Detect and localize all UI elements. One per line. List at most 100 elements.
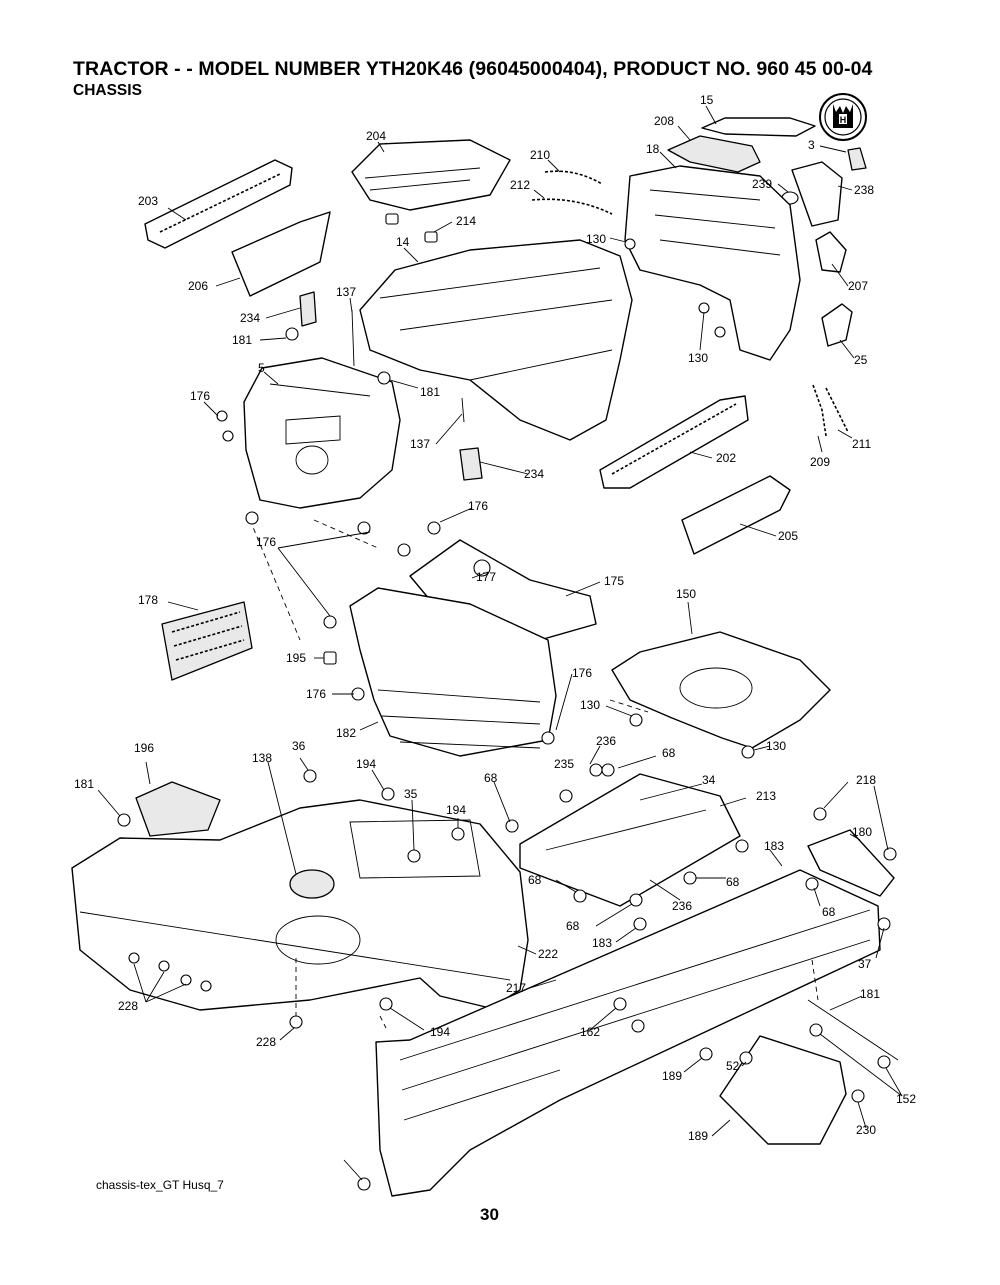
part-212-grille xyxy=(531,198,613,215)
callout-234b: 234 xyxy=(524,467,544,481)
callout-214: 214 xyxy=(456,214,476,228)
part-177-bushing xyxy=(473,559,491,577)
callout-195: 195 xyxy=(286,651,306,665)
part-205-panel xyxy=(681,475,791,555)
callout-137b: 137 xyxy=(410,437,430,451)
part-180-frame xyxy=(375,869,881,1197)
part-195-nut xyxy=(323,651,337,665)
page-title: TRACTOR - - MODEL NUMBER YTH20K46 (96045… xyxy=(73,58,873,80)
callout-239: 239 xyxy=(752,177,772,191)
callout-218: 180 xyxy=(852,825,872,839)
part-234-tag xyxy=(459,447,483,481)
callout-130: 130 xyxy=(586,232,606,246)
callout-217: 181 xyxy=(860,987,880,1001)
part-34-mounting-plate xyxy=(519,773,741,907)
part-211-grille-strip xyxy=(825,387,849,433)
callout-176b: 176 xyxy=(468,499,488,513)
callout-35: 35 xyxy=(404,787,418,801)
callout-208: 208 xyxy=(654,114,674,128)
callout-182: 182 xyxy=(336,726,356,740)
callout-137: 137 xyxy=(336,285,356,299)
callout-68c: 68 xyxy=(726,875,740,889)
callout-15: 15 xyxy=(700,93,714,107)
part-138-fuel-cap-housing xyxy=(289,869,335,899)
callout-203: 203 xyxy=(138,194,158,208)
callout-5: 5 xyxy=(258,361,265,375)
callout-14: 14 xyxy=(396,235,410,249)
callout-236b: 236 xyxy=(672,899,692,913)
callout-52: 152 xyxy=(896,1092,916,1106)
svg-text:H: H xyxy=(840,115,847,125)
callout-176e: 176 xyxy=(306,687,326,701)
leader-lines xyxy=(97,105,903,1181)
part-217-rod xyxy=(807,999,899,1061)
part-214-clip xyxy=(385,213,399,225)
callout-162: 228 xyxy=(256,1035,276,1049)
part-178-grill-plate xyxy=(161,601,253,681)
part-209-grille-strip xyxy=(812,384,827,437)
part-218-bracket xyxy=(807,829,895,897)
part-208-bracket xyxy=(667,135,761,173)
callout-68f: 37 xyxy=(858,957,872,971)
callout-176: 176 xyxy=(190,389,210,403)
callout-130d: 130 xyxy=(766,739,786,753)
callout-189: 52 xyxy=(726,1059,740,1073)
callout-189b: 230 xyxy=(856,1123,876,1137)
part-203-front-grille xyxy=(144,159,293,249)
callout-176c: 176 xyxy=(256,535,276,549)
callout-228: 217 xyxy=(506,981,526,995)
part-3-emblem xyxy=(847,147,867,171)
callout-34: 213 xyxy=(756,789,776,803)
part-137-rod xyxy=(461,397,465,423)
callout-152: 189 xyxy=(688,1129,708,1143)
callout-196: 196 xyxy=(134,741,154,755)
part-207-bracket xyxy=(815,231,847,273)
callout-206: 206 xyxy=(188,279,208,293)
page-number: 30 xyxy=(480,1205,499,1224)
husqvarna-crown-logo-icon: H xyxy=(819,93,867,141)
callout-194b: 194 xyxy=(446,803,466,817)
part-5-dash-panel xyxy=(243,357,401,509)
callout-202: 202 xyxy=(716,451,736,465)
part-234-tag xyxy=(299,291,317,327)
callout-181c: 181 xyxy=(74,777,94,791)
callout-236: 236 xyxy=(596,734,616,748)
part-196-cover xyxy=(135,781,221,837)
callout-210: 210 xyxy=(530,148,550,162)
callout-130c: 130 xyxy=(580,698,600,712)
footer-file-label: chassis-tex_GT Husq_7 xyxy=(96,1178,224,1192)
callout-176d: 176 xyxy=(572,666,592,680)
callout-37: 222 xyxy=(538,947,558,961)
callout-25: 25 xyxy=(854,353,868,367)
callout-138: 138 xyxy=(252,751,272,765)
part-14-hood xyxy=(359,239,633,441)
callout-178: 178 xyxy=(138,593,158,607)
part-18-hood-front xyxy=(624,165,801,361)
callout-183: 68 xyxy=(528,873,542,887)
callout-211: 211 xyxy=(852,437,871,451)
part-206-panel xyxy=(231,211,331,297)
callout-150: 150 xyxy=(676,587,696,601)
callout-194c: 162 xyxy=(580,1025,600,1039)
callout-68: 68 xyxy=(662,746,676,760)
callout-204: 204 xyxy=(366,129,386,143)
callout-181: 181 xyxy=(232,333,252,347)
part-137-rod xyxy=(351,309,355,367)
callout-235: 235 xyxy=(554,757,574,771)
callout-175: 175 xyxy=(604,574,624,588)
callout-177: 177 xyxy=(476,570,496,584)
callout-235b: 34 xyxy=(702,773,716,787)
callout-68b: 68 xyxy=(484,771,498,785)
hardware xyxy=(117,238,897,1191)
callout-194: 194 xyxy=(356,757,376,771)
callout-207: 207 xyxy=(848,279,868,293)
callout-3: 3 xyxy=(808,138,815,152)
part-25-lens xyxy=(821,303,853,347)
callout-36: 36 xyxy=(292,739,306,753)
callout-68e: 68 xyxy=(566,919,580,933)
part-238-panel xyxy=(791,161,843,227)
section-subtitle: CHASSIS xyxy=(73,82,142,99)
callout-212: 212 xyxy=(510,178,530,192)
callout-130b: 130 xyxy=(688,351,708,365)
part-214-clip xyxy=(424,231,438,243)
